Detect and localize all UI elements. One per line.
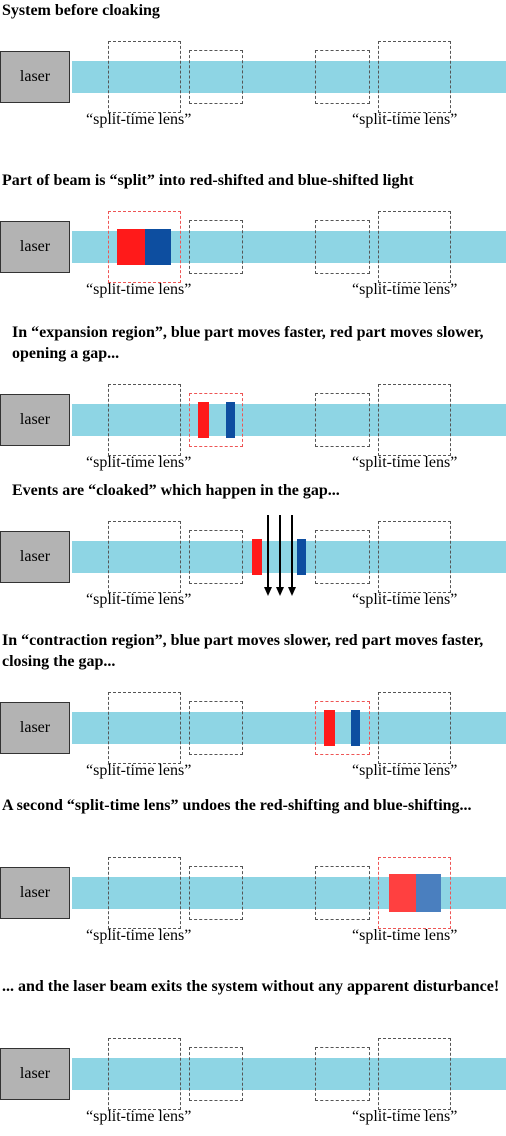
contraction-region-box: [315, 1047, 370, 1101]
red-shifted-pulse: [324, 710, 335, 746]
restored-red-pulse: [389, 874, 416, 912]
split-time-lens-box-2: [378, 384, 451, 456]
split-time-lens-box-1: [108, 857, 181, 929]
split-time-lens-label-1: “split-time lens”: [86, 281, 192, 298]
panel-heading: In “expansion region”, blue part moves f…: [12, 324, 484, 362]
split-time-lens-label-2: “split-time lens”: [352, 281, 458, 298]
panel-heading: System before cloaking: [2, 2, 160, 19]
contraction-region-box: [315, 530, 370, 584]
expansion-region-box: [189, 1047, 243, 1101]
split-time-lens-box-1: [108, 1038, 181, 1110]
event-arrow-head: [263, 587, 272, 596]
split-time-lens-box-2: [378, 857, 451, 929]
restored-blue-pulse: [416, 874, 441, 912]
split-time-lens-box-2: [378, 692, 451, 764]
split-time-lens-label-2: “split-time lens”: [352, 111, 458, 128]
split-time-lens-label-1: “split-time lens”: [86, 1108, 192, 1125]
contraction-region-box: [315, 701, 370, 755]
panel-3: In “expansion region”, blue part moves f…: [0, 322, 506, 482]
panel-5: In “contraction region”, blue part moves…: [0, 630, 506, 790]
laser-source: laser: [0, 867, 70, 919]
panel-2: Part of beam is “split” into red-shifted…: [0, 170, 506, 330]
split-time-lens-box-2: [378, 211, 451, 283]
panel-6: A second “split-time lens” undoes the re…: [0, 795, 506, 955]
laser-beam: [72, 404, 506, 436]
split-time-lens-box-1: [108, 692, 181, 764]
split-time-lens-label-2: “split-time lens”: [352, 591, 458, 608]
split-time-lens-label-2: “split-time lens”: [352, 762, 458, 779]
laser-source: laser: [0, 221, 70, 273]
laser-beam: [72, 61, 506, 93]
split-time-lens-box-1: [108, 211, 181, 283]
event-arrow-head: [287, 587, 296, 596]
split-time-lens-label-1: “split-time lens”: [86, 111, 192, 128]
split-time-lens-label-2: “split-time lens”: [352, 1108, 458, 1125]
split-time-lens-box-2: [378, 1038, 451, 1110]
laser-source: laser: [0, 51, 70, 103]
panel-heading: Part of beam is “split” into red-shifted…: [2, 172, 414, 189]
expansion-region-box: [189, 393, 243, 447]
laser-beam: [72, 1058, 506, 1090]
expansion-region-box: [189, 866, 243, 920]
split-time-lens-box-2: [378, 41, 451, 113]
laser-source: laser: [0, 531, 70, 583]
split-time-lens-label-1: “split-time lens”: [86, 591, 192, 608]
blue-shifted-pulse: [297, 539, 306, 575]
panel-heading: A second “split-time lens” undoes the re…: [2, 797, 472, 814]
event-arrow-shaft: [279, 515, 281, 589]
split-time-lens-box-1: [108, 521, 181, 593]
panel-heading: ... and the laser beam exits the system …: [2, 978, 500, 995]
laser-source: laser: [0, 702, 70, 754]
split-time-lens-label-1: “split-time lens”: [86, 927, 192, 944]
event-arrow-shaft: [291, 515, 293, 589]
red-shifted-pulse: [252, 539, 262, 575]
blue-shifted-pulse: [226, 402, 235, 438]
panel-7: ... and the laser beam exits the system …: [0, 976, 506, 1136]
split-time-lens-box-1: [108, 41, 181, 113]
expansion-region-box: [189, 530, 243, 584]
laser-source: laser: [0, 1048, 70, 1100]
split-time-lens-label-2: “split-time lens”: [352, 927, 458, 944]
contraction-region-box: [315, 50, 370, 104]
panel-1: System before cloaking laser “split-time l…: [0, 0, 506, 160]
event-arrow-shaft: [267, 515, 269, 589]
blue-shifted-pulse: [145, 229, 171, 265]
laser-beam: [72, 541, 506, 573]
contraction-region-box: [315, 393, 370, 447]
laser-source: laser: [0, 394, 70, 446]
split-time-lens-label-1: “split-time lens”: [86, 762, 192, 779]
split-time-lens-label-2: “split-time lens”: [352, 454, 458, 471]
split-time-lens-box-1: [108, 384, 181, 456]
event-arrow-head: [275, 587, 284, 596]
contraction-region-box: [315, 866, 370, 920]
panel-heading: In “contraction region”, blue part moves…: [2, 632, 484, 670]
red-shifted-pulse: [117, 229, 145, 265]
contraction-region-box: [315, 220, 370, 274]
expansion-region-box: [189, 220, 243, 274]
split-time-lens-label-1: “split-time lens”: [86, 454, 192, 471]
laser-beam: [72, 712, 506, 744]
panel-4: Events are “cloaked” which happen in the…: [0, 480, 506, 640]
red-shifted-pulse: [198, 402, 209, 438]
panel-heading: Events are “cloaked” which happen in the…: [12, 482, 340, 499]
expansion-region-box: [189, 701, 243, 755]
split-time-lens-box-2: [378, 521, 451, 593]
blue-shifted-pulse: [351, 710, 360, 746]
expansion-region-box: [189, 50, 243, 104]
